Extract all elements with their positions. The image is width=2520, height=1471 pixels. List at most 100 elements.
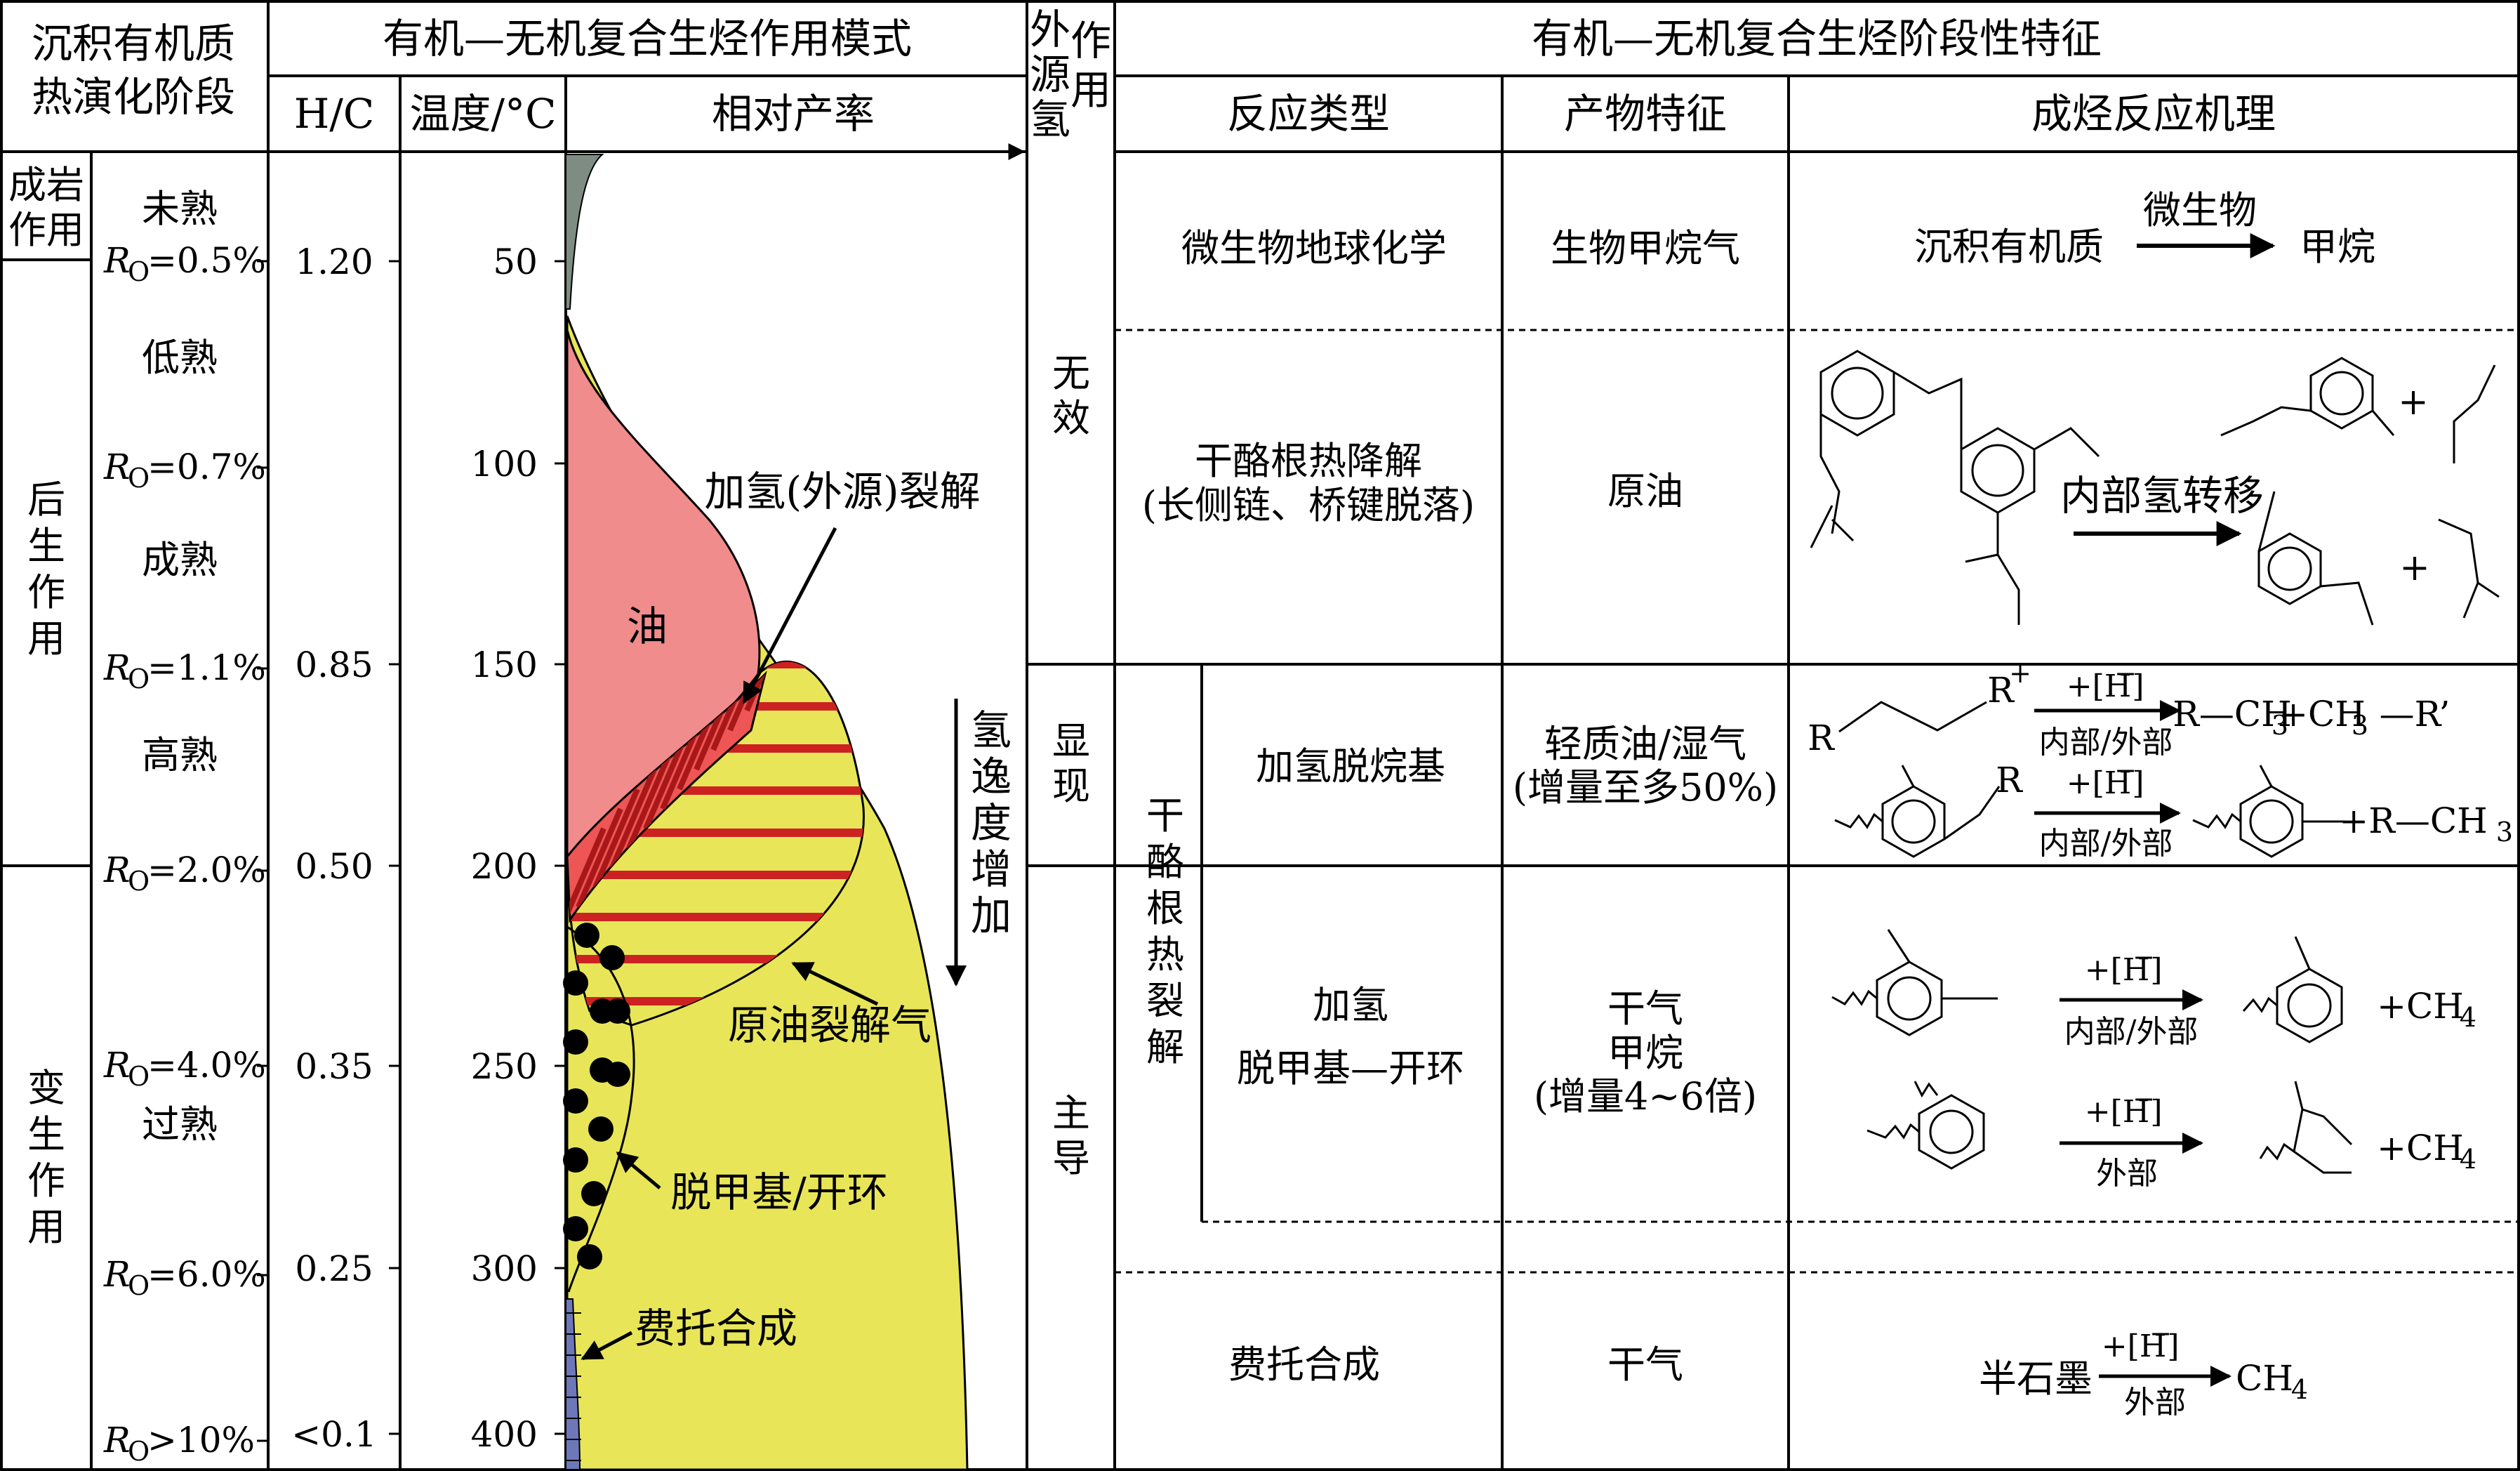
demethyl-dots (563, 923, 630, 1269)
r3-prod-c: —R’ (2380, 694, 2451, 734)
dot (605, 1062, 630, 1087)
side-chain (2257, 491, 2276, 552)
benzene-ring (2239, 785, 2304, 858)
stage-title-1: 沉积有机质 (32, 20, 235, 67)
r2-product-molecules (2220, 357, 2500, 626)
ext-role-cracking: 干 (1146, 793, 1184, 838)
dashed-dividers (1115, 329, 2519, 1274)
feature-title: 有机—无机复合生烃阶段性特征 (1532, 15, 2102, 62)
ro-sub: O (128, 1061, 150, 1092)
ro-sub: O (128, 1436, 150, 1467)
r3-hminus-1: +[H (2067, 668, 2131, 704)
ext-role-cracking: 根 (1146, 886, 1184, 930)
side-chain (1819, 414, 1841, 534)
side-chain (2034, 427, 2100, 458)
ro-label: RO=0.7% (103, 447, 268, 494)
r5-mech-to: CH (2236, 1358, 2293, 1399)
r2-mech-label: 内部氢转移 (2060, 472, 2264, 520)
benzene-ring (2309, 357, 2374, 430)
ro-prefix: R (103, 1045, 131, 1086)
attach-wave (2259, 1142, 2295, 1161)
dot (588, 1116, 614, 1142)
hminus-superscripts: −]−]−]−]−] (2114, 658, 2180, 1364)
r4-ch4-1-sub: 4 (2460, 1002, 2476, 1033)
hc-value: 0.50 (295, 846, 373, 887)
escape-char: 度 (971, 799, 1012, 847)
dot (581, 1181, 606, 1206)
temp-value: 100 (471, 444, 538, 484)
maturity-label: 成熟 (142, 538, 218, 582)
diagenesis-label-1: 成岩 (8, 163, 84, 207)
hminus-close: ] (2132, 765, 2144, 801)
r4-int-ext: 内部/外部 (2064, 1014, 2199, 1050)
r5-mech-to-sub: 4 (2291, 1374, 2308, 1405)
r3-r-1: R (1808, 718, 1835, 758)
r3-int-ext-1: 内部/外部 (2039, 725, 2173, 760)
ext-h-3: 氢 (1030, 95, 1070, 143)
r3-prod-b: +CH (2279, 694, 2366, 734)
side-chain (2462, 582, 2479, 619)
diagenesis-label-2: 作用 (8, 208, 84, 252)
catagenesis-char: 用 (27, 616, 65, 661)
ext-role-cracking: 热 (1146, 932, 1184, 977)
hc-value: 0.25 (295, 1248, 373, 1289)
oil-label: 油 (627, 602, 668, 650)
benzene-ring-inner (2267, 546, 2312, 591)
r3-prod-b-sub: 3 (2352, 710, 2368, 741)
r3-rplus: R (1987, 670, 2015, 711)
r4-ch4-2: +CH (2377, 1128, 2464, 1168)
side-chain (2220, 406, 2312, 437)
hminus-sup: − (2114, 658, 2137, 689)
hminus-close: ] (2150, 1094, 2162, 1130)
mechanism-header: 成烃反应机理 (2031, 90, 2276, 138)
r4-type-2: 脱甲基—开环 (1237, 1046, 1464, 1090)
hc-axis: 1.200.850.500.350.25<0.1 (291, 242, 400, 1455)
hminus-sup: − (2149, 1318, 2172, 1349)
side-chain (1810, 505, 1833, 548)
dot (599, 945, 625, 970)
benzene-ring (1918, 1094, 1985, 1170)
benzene-ring-inner (1891, 799, 1936, 844)
r3-int-ext-2: 内部/外部 (2039, 826, 2173, 862)
demethyl-label: 脱甲基/开环 (670, 1168, 888, 1216)
r4-hminus-2: +[H (2085, 1094, 2149, 1130)
ext-h-5: 用 (1070, 66, 1111, 114)
r3-mech-1: R R + +[H 内部/外部 R—CH 3 +CH 3 —R’ (1808, 658, 2450, 760)
ro-value: =0.7% (147, 447, 266, 487)
ext-role-cracking: 解 (1146, 1025, 1184, 1069)
temp-value: 300 (471, 1248, 538, 1289)
yield-header: 相对产率 (712, 90, 875, 138)
side-chain (2438, 518, 2500, 598)
ro-label: RO=4.0% (103, 1045, 268, 1092)
r1-product: 生物甲烷气 (1551, 226, 1740, 270)
temp-value: 200 (471, 846, 538, 887)
dot (577, 1244, 602, 1269)
hminus-close: ] (2150, 952, 2162, 988)
attach-wave (1914, 1081, 1939, 1098)
maturity-label: 低熟 (142, 336, 218, 380)
ro-value: =6.0% (147, 1254, 266, 1295)
ft-arrow (581, 1331, 633, 1361)
dot (605, 998, 630, 1024)
attach-wave (1834, 812, 1883, 829)
header: 沉积有机质 热演化阶段 有机—无机复合生烃作用模式 H/C 温度/°C 相对产率… (32, 6, 2276, 143)
ext-role-cracking: 裂 (1146, 979, 1184, 1023)
side-chain (2294, 936, 2311, 970)
r4-product-3: (增量4~6倍) (1534, 1074, 1757, 1119)
ro-value: =2.0% (147, 850, 266, 890)
r5-product: 干气 (1607, 1343, 1683, 1387)
r2-type-2: (长侧链、桥键脱落) (1142, 483, 1475, 527)
attach-wave (1831, 989, 1878, 1006)
escape-char: 氢 (971, 706, 1012, 754)
r3-prod2: +R—CH (2339, 800, 2487, 841)
hminus-close: ] (2132, 668, 2144, 704)
mechanism-column: 沉积有机质 微生物 甲烷 (1808, 188, 2513, 1420)
ro-prefix: R (103, 1420, 131, 1460)
r4-type-1: 加氢 (1313, 983, 1388, 1027)
